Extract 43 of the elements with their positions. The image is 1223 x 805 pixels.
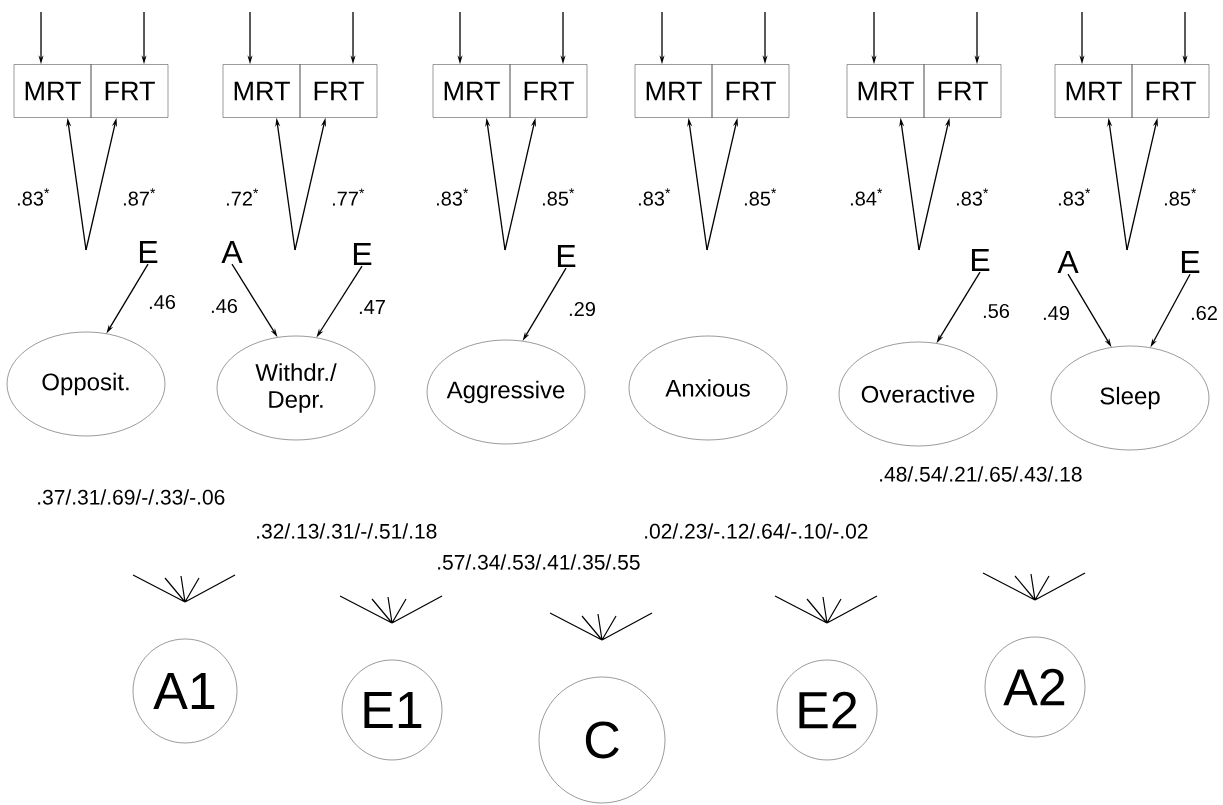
edge-label: .56 — [983, 303, 1010, 319]
edge-label: .83$^{*}$ — [956, 188, 989, 206]
factor-letter: A — [221, 241, 243, 263]
measure-box: FRT — [90, 64, 169, 118]
edge-label: .84$^{*}$ — [850, 188, 883, 206]
factor-letter: E — [1181, 251, 1200, 273]
factor-letter: A — [1057, 251, 1079, 273]
edge-label: .83$^{*}$ — [17, 188, 50, 206]
coefficient-label: .48/.54/.21/.65/.43/.18 — [880, 466, 1082, 482]
measure-box: MRT — [432, 64, 511, 118]
coefficient-label: .37/.31/.69/-/.33/-.06 — [38, 489, 225, 505]
factor-letter: E — [139, 241, 158, 263]
measure-box: FRT — [923, 64, 1002, 118]
edge-label: .77$^{*}$ — [332, 188, 365, 206]
measure-box: FRT — [509, 64, 588, 118]
measure-box: MRT — [1054, 64, 1133, 118]
factor-letter: E — [557, 245, 576, 267]
edge-label: .85$^{*}$ — [542, 188, 575, 206]
edge-label: .85$^{*}$ — [1164, 188, 1197, 206]
edge-label: .47 — [359, 300, 385, 314]
measure-box: MRT — [634, 64, 713, 118]
edge-label: .72$^{*}$ — [226, 188, 259, 206]
measure-box: MRT — [846, 64, 925, 118]
edge-label: .87$^{*}$ — [123, 188, 156, 206]
coefficient-label: .57/.34/.53/.41/.35/.55 — [438, 554, 640, 570]
factor-letter: E — [353, 243, 372, 265]
measure-box: FRT — [711, 64, 790, 118]
edge-label: .85$^{*}$ — [744, 188, 777, 206]
edge-label: .29 — [569, 301, 595, 317]
measure-box: MRT — [13, 64, 92, 118]
edge-label: .49 — [1043, 305, 1069, 321]
measure-box: FRT — [1131, 64, 1210, 118]
edge-label: .83$^{*}$ — [1058, 188, 1091, 206]
edge-label: .46 — [211, 298, 238, 314]
edge-label: .62 — [1191, 305, 1217, 321]
coefficient-label: .32/.13/.31/-/.51/.18 — [257, 523, 437, 539]
coefficient-label: .02/.23/-.12/.64/-.10/-.02 — [645, 523, 868, 539]
edge-label: .83$^{*}$ — [638, 188, 671, 206]
measure-box: MRT — [222, 64, 301, 118]
factor-letter: E — [971, 249, 990, 271]
measure-box: FRT — [299, 64, 378, 118]
edge-label: .46 — [149, 294, 176, 310]
edge-label: .83$^{*}$ — [436, 188, 469, 206]
